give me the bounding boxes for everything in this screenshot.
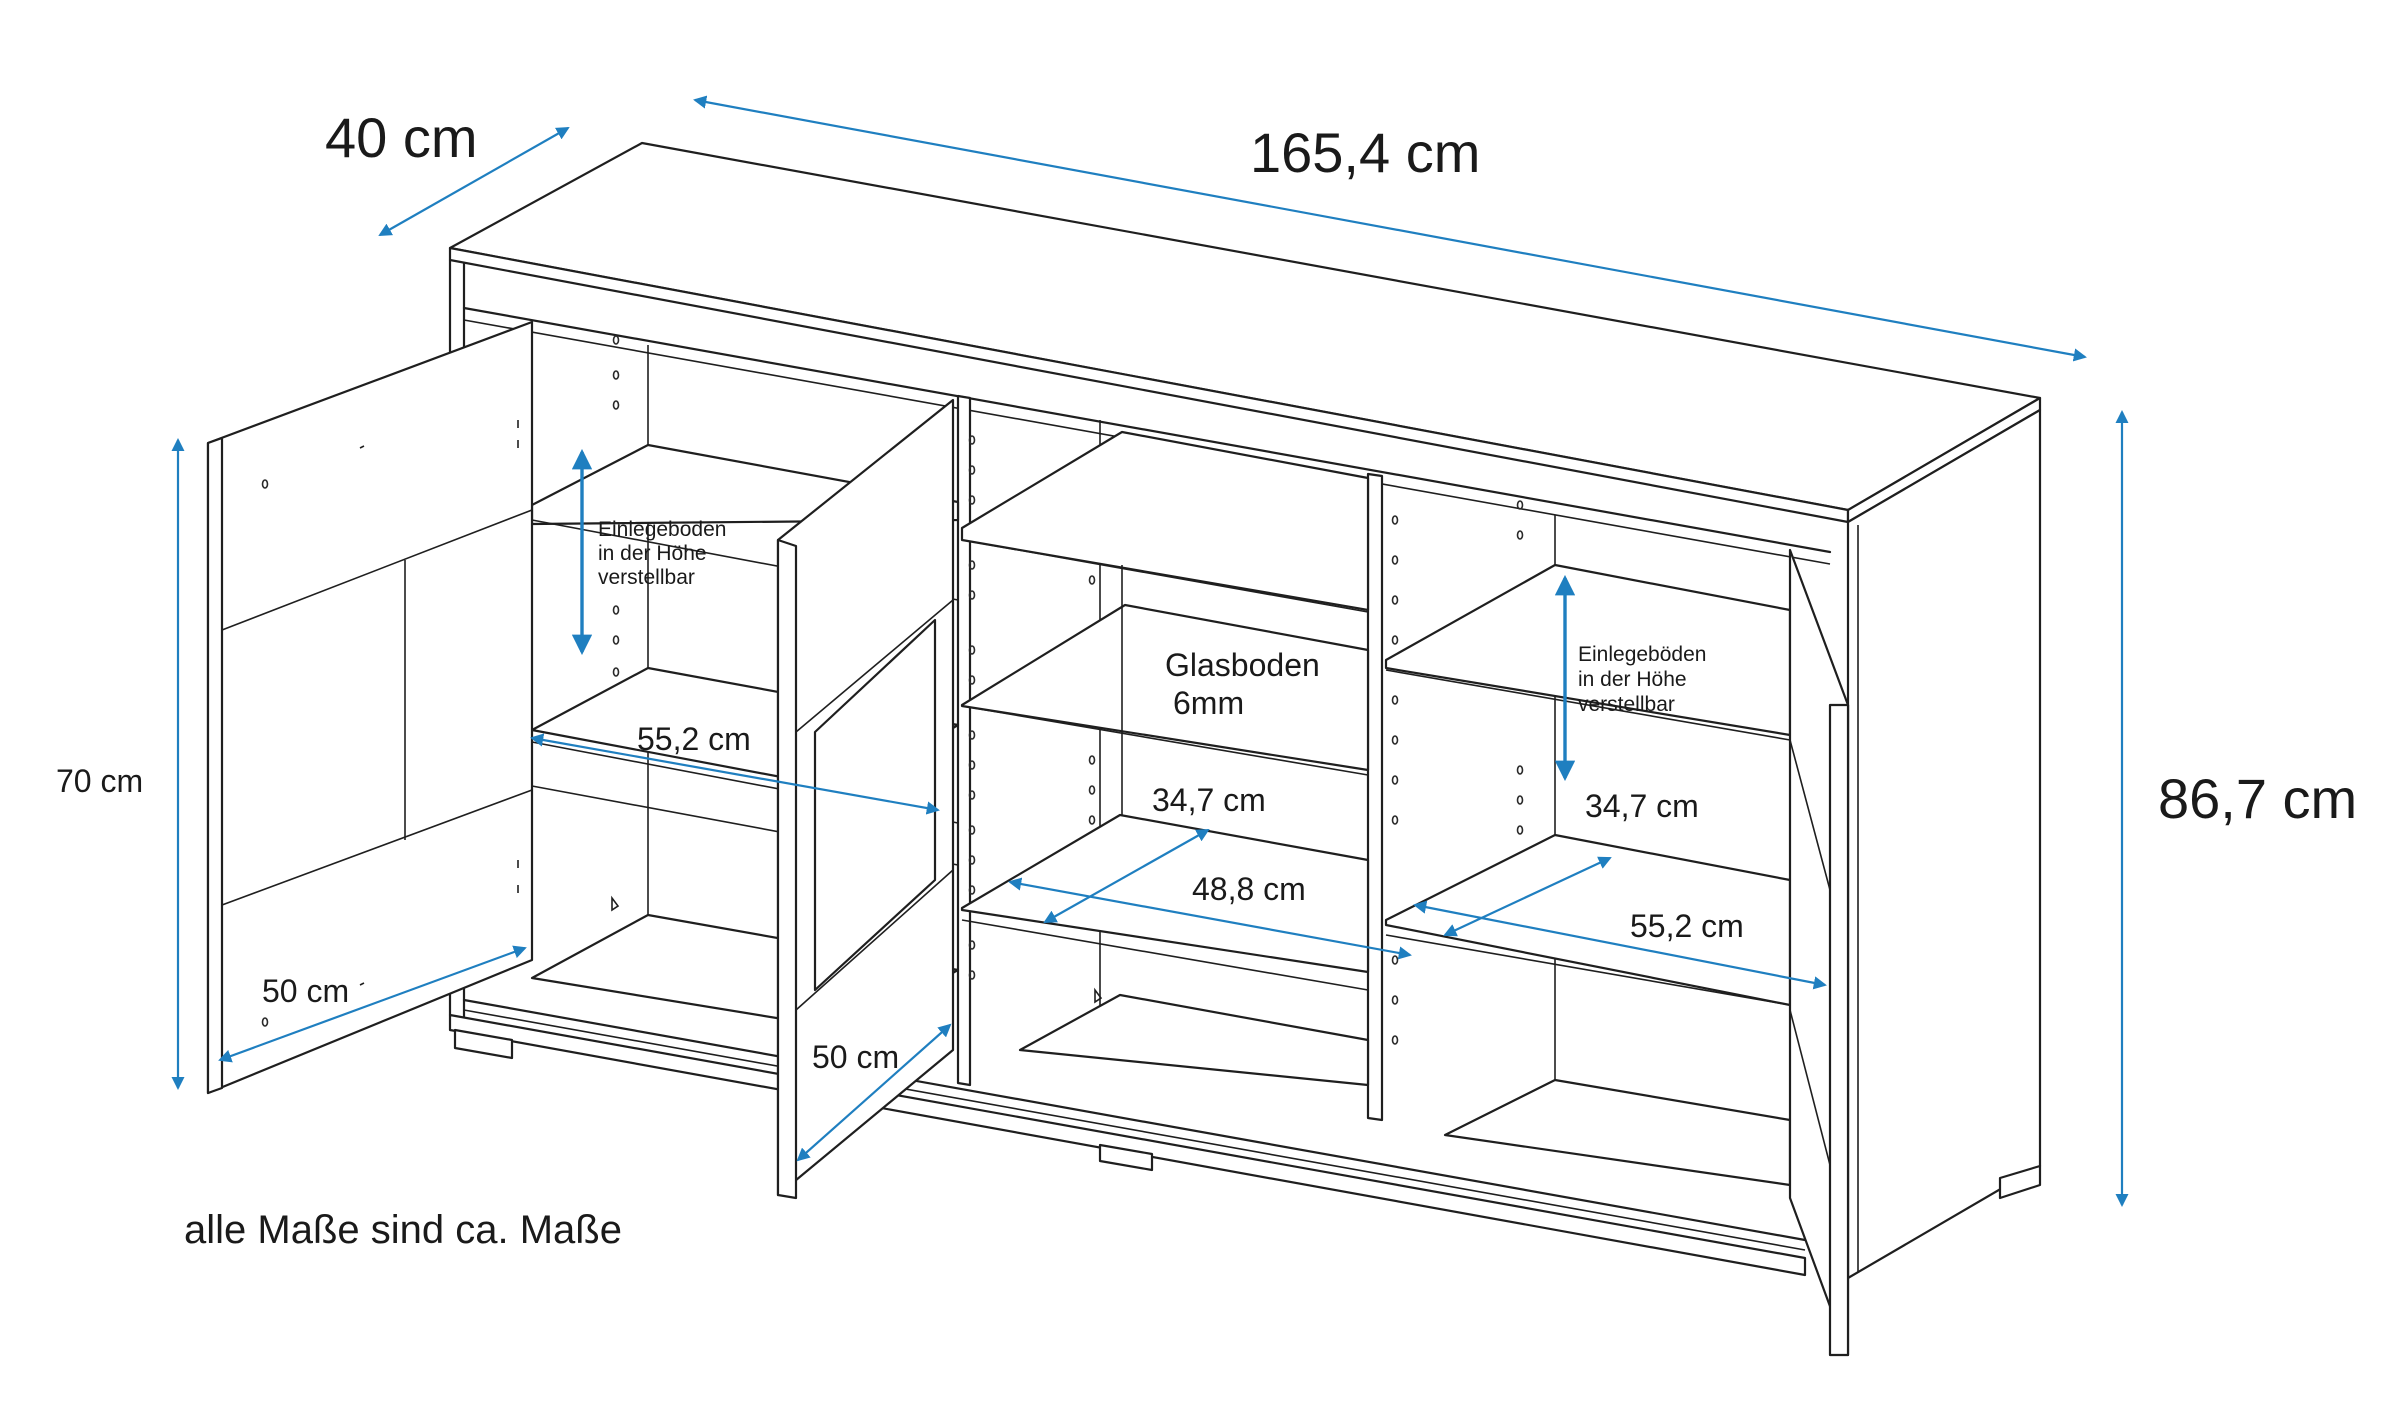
left-adjustable-line-1: Einlegeböden — [598, 518, 726, 541]
right-shelf-width-label: 55,2 cm — [1630, 908, 1744, 944]
right-adjustable-line-2: in der Höhe — [1578, 668, 1687, 691]
middle-door — [776, 398, 955, 1200]
middle-shelf-2 — [960, 603, 1370, 772]
depth-label: 40 cm — [325, 106, 478, 169]
middle-door-glass — [813, 618, 937, 992]
right-side-panel — [1846, 408, 2042, 1280]
left-shelf-width-line — [530, 733, 940, 815]
right-adjustable-note: Einlegeböden in der Höhe verstellbar — [1578, 643, 1706, 716]
divider-left — [956, 394, 972, 1087]
disclaimer: alle Maße sind ca. Maße — [184, 1208, 622, 1252]
left-pin-holes — [611, 335, 620, 912]
left-adjustable-note: Einlegeböden in der Höhe verstellbar — [598, 518, 726, 589]
left-door-width-line — [218, 945, 527, 1063]
left-adjustable-line-2: in der Höhe — [598, 542, 707, 565]
right-door — [1788, 548, 1850, 1357]
middle-door-width-line — [796, 1023, 952, 1162]
door-height-label: 70 cm — [56, 763, 143, 799]
middle-shelf-width-label: 48,8 cm — [1192, 871, 1306, 907]
right-adjustable-line-1: Einlegeböden — [1578, 643, 1706, 666]
glass-shelf-line-1: Glasboden — [1165, 647, 1320, 683]
right-compartment — [1384, 500, 1792, 1187]
middle-door-width-label: 50 cm — [812, 1039, 899, 1075]
right-shelf-bottom — [1443, 1078, 1792, 1187]
foot-right — [1998, 1164, 2042, 1200]
right-pin-holes — [1391, 500, 1524, 1045]
middle-compartment — [960, 430, 1370, 1087]
foot-middle — [1098, 1143, 1154, 1172]
left-adjustable-line-3: verstellbar — [598, 566, 695, 589]
right-adjustable-line-3: verstellbar — [1578, 693, 1675, 716]
glass-shelf — [960, 430, 1370, 612]
dimension-lines — [171, 95, 2129, 1207]
middle-shelf-width-line — [1008, 877, 1412, 960]
labels: 40 cm 165,4 cm 86,7 cm 70 cm 50 cm 50 cm… — [56, 106, 2357, 1252]
middle-shelf-bottom — [1018, 993, 1370, 1087]
middle-shelf-depth-label: 34,7 cm — [1152, 782, 1266, 818]
divider-right — [1366, 472, 1384, 1122]
total-height-label: 86,7 cm — [2158, 767, 2357, 830]
middle-door-edge — [776, 538, 798, 1200]
right-shelf-width-line — [1413, 900, 1827, 990]
left-door-edge — [206, 436, 224, 1095]
left-door — [206, 320, 534, 1095]
width-label: 165,4 cm — [1250, 121, 1480, 184]
glass-shelf-note: Glasboden 6mm — [1165, 647, 1320, 721]
left-door-panel — [206, 320, 534, 1095]
right-door-edge — [1828, 703, 1850, 1357]
left-shelf-width-label: 55,2 cm — [637, 721, 751, 757]
width-dimension-line — [693, 95, 2087, 362]
depth-dimension-line — [378, 127, 570, 236]
left-door-width-label: 50 cm — [262, 973, 349, 1009]
right-shelf-depth-label: 34,7 cm — [1585, 788, 1699, 824]
middle-shelf-3 — [960, 813, 1370, 974]
middle-pin-holes — [968, 435, 1103, 1004]
glass-shelf-line-2: 6mm — [1173, 685, 1244, 721]
